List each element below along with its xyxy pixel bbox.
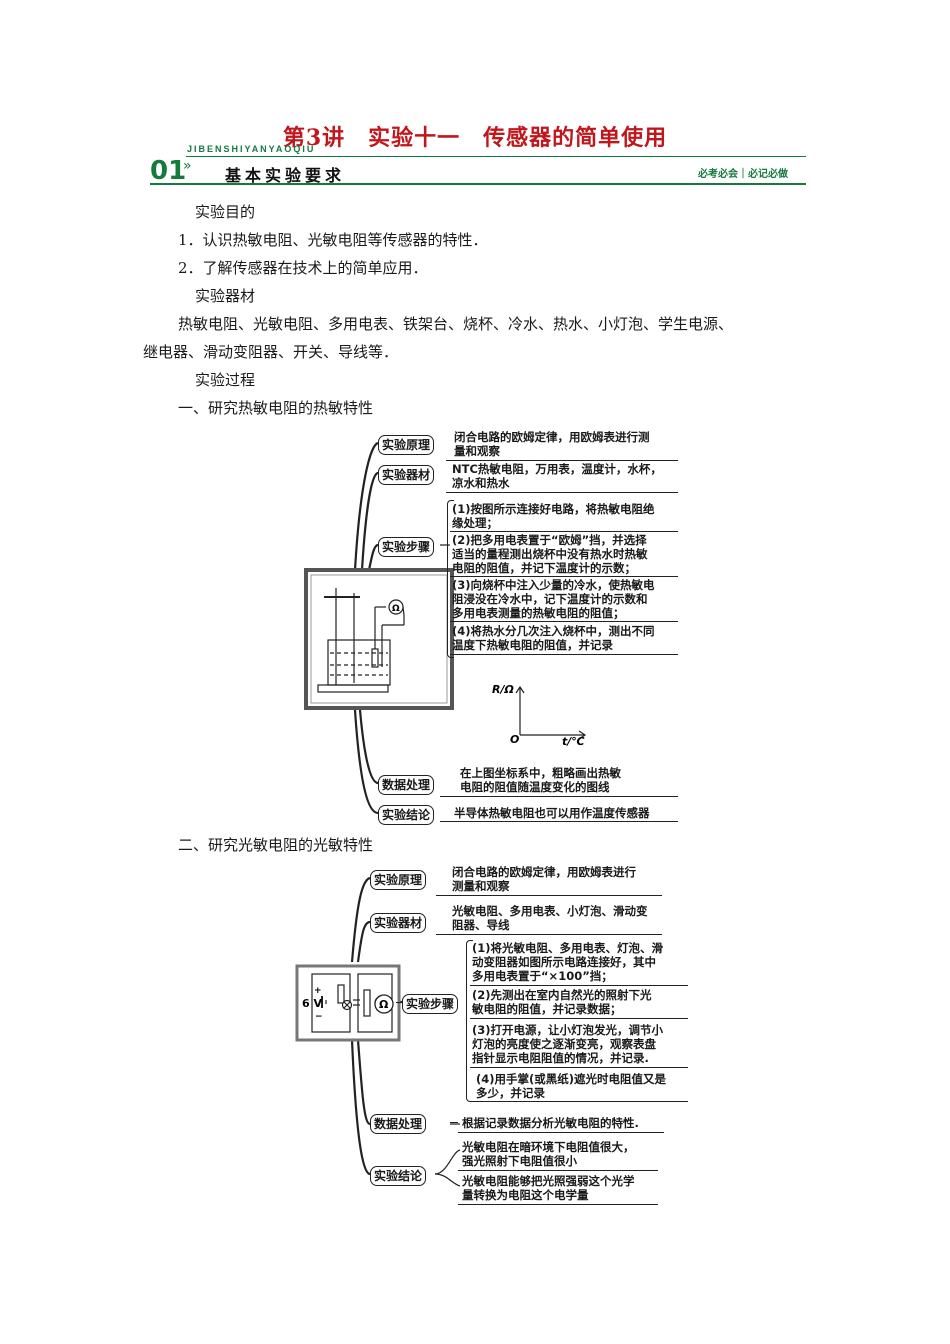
label-equipment-1: 实验器材 — [378, 465, 435, 485]
step1-text-1b: 缘处理； — [452, 516, 498, 530]
step1-text-2c: 多用电表置于“×100”挡； — [472, 969, 613, 983]
underline — [450, 576, 678, 578]
underline — [458, 1132, 664, 1134]
equipment-text-1b: 凉水和热水 — [452, 476, 510, 490]
principle-text-2a: 闭合电路的欧姆定律，用欧姆表进行 — [452, 865, 636, 879]
conclusion-text-2b: 强光照射下电阻值很小 — [462, 1154, 577, 1168]
equipment-text-2a: 光敏电阻、多用电表、小灯泡、滑动变 — [452, 904, 648, 918]
underline — [446, 492, 678, 494]
underline — [470, 1067, 688, 1069]
step3-text-2b: 灯泡的亮度使之逐渐变亮，观察表盘 — [472, 1037, 656, 1051]
underline — [450, 621, 678, 623]
principle-text-1b: 量和观察 — [454, 444, 500, 458]
process-heading: 实验过程 — [195, 371, 256, 389]
underline — [436, 934, 662, 936]
purpose-item-2: 2．了解传感器在技术上的简单应用． — [178, 259, 428, 277]
step1-text-2b: 动变阻器如图所示电路连接好，其中 — [472, 955, 656, 969]
conclusion-text-1: 半导体热敏电阻也可以用作温度传感器 — [454, 806, 650, 820]
equipment-text-1a: NTC热敏电阻，万用表，温度计，水杯， — [452, 462, 662, 476]
section-pinyin: JIBENSHIYANYAOQIU — [187, 144, 316, 154]
conclusion-text-2c: 光敏电阻能够把光照强弱这个光学 — [462, 1174, 635, 1188]
connector — [396, 1002, 402, 1004]
underline — [470, 1018, 688, 1020]
graph-origin: O — [510, 733, 519, 746]
principle-text-2b: 测量和观察 — [452, 879, 510, 893]
part2-heading: 二、研究光敏电阻的光敏特性 — [178, 836, 374, 854]
ohm-node-symbol: Ω — [379, 998, 389, 1011]
label-conclusion-1: 实验结论 — [378, 805, 435, 825]
chevron-right-icon: » — [183, 158, 192, 174]
circuit-plus: + — [314, 986, 322, 996]
step2-text-1b: 适当的量程测出烧杯中没有热水时热敏 — [452, 547, 648, 561]
step3-text-1a: (3)向烧杯中注入少量的冷水，使热敏电 — [452, 578, 655, 592]
conclusion-text-2a: 光敏电阻在暗环境下电阻值很大， — [462, 1140, 635, 1154]
underline — [450, 654, 678, 656]
step1-text-1a: (1)按图所示连接好电路，将热敏电阻绝 — [452, 502, 655, 516]
label-steps-1: 实验步骤 — [378, 537, 435, 557]
step2-text-1a: (2)把多用电表置于“欧姆”挡，并选择 — [452, 533, 647, 547]
underline — [450, 531, 678, 533]
purpose-item-1: 1．认识热敏电阻、光敏电阻等传感器的特性． — [178, 231, 488, 249]
step2-text-2b: 敏电阻的阻值，并记录数据； — [472, 1002, 622, 1016]
step4-text-2a: (4)用手掌(或黑纸)遮光时电阻值又是 — [476, 1072, 667, 1086]
part1-heading: 一、研究热敏电阻的热敏特性 — [178, 399, 374, 417]
step4-text-2b: 多少，并记录 — [476, 1086, 545, 1100]
step3-text-1b: 阻浸没在冷水中，记下温度计的示数和 — [452, 592, 648, 606]
underline — [470, 985, 688, 987]
step3-text-2c: 指针显示电阻阻值的情况，并记录. — [472, 1051, 649, 1065]
header-divider-top — [186, 156, 806, 157]
label-equipment-2: 实验器材 — [370, 913, 427, 933]
underline — [446, 460, 678, 462]
graph-x-label: t/℃ — [562, 735, 585, 748]
label-conclusion-2: 实验结论 — [370, 1166, 427, 1186]
equipment-line-1: 热敏电阻、光敏电阻、多用电表、铁架台、烧杯、冷水、热水、小灯泡、学生电源、 — [178, 315, 734, 333]
step3-text-2a: (3)打开电源，让小灯泡发光，调节小 — [472, 1023, 664, 1037]
step4-text-1b: 温度下热敏电阻的阻值，并记录 — [452, 638, 613, 652]
connector — [450, 1122, 458, 1124]
equipment-text-2b: 阻器、导线 — [452, 918, 510, 932]
label-data-1: 数据处理 — [378, 775, 435, 795]
conclusion-text-2d: 量转换为电阻这个电学量 — [462, 1188, 589, 1202]
steps-bracket-2 — [466, 940, 473, 1102]
label-data-2: 数据处理 — [370, 1114, 427, 1134]
ohmmeter-symbol: Ω — [392, 604, 400, 614]
header-divider — [150, 183, 806, 185]
purpose-heading: 实验目的 — [195, 203, 256, 221]
underline — [470, 1101, 688, 1103]
graph-y-label: R/Ω — [492, 683, 514, 696]
data-text-1a: 在上图坐标系中，粗略画出热敏 — [460, 766, 621, 780]
steps-bracket-1 — [447, 500, 454, 658]
step3-text-1c: 多用电表测量的热敏电阻的阻值； — [452, 606, 625, 620]
circuit-minus: − — [315, 1012, 323, 1022]
ohm-node-icon: Ω — [374, 994, 394, 1014]
circuit-voltage: 6 V — [302, 997, 322, 1010]
label-principle-2: 实验原理 — [370, 870, 427, 890]
equipment-heading: 实验器材 — [195, 287, 256, 305]
data-text-1b: 电阻的阻值随温度变化的图线 — [460, 780, 610, 794]
section-tag: 必考必会｜必记必做 — [698, 169, 788, 180]
page-title: 第3讲 实验十一 传感器的简单使用 — [282, 125, 668, 151]
step2-text-1c: 电阻的阻值，并记下温度计的示数； — [452, 561, 636, 575]
equipment-line-2: 继电器、滑动变阻器、开关、导线等． — [143, 343, 399, 361]
underline — [440, 821, 678, 823]
underline — [440, 796, 678, 798]
step1-text-2a: (1)将光敏电阻、多用电表、灯泡、滑 — [472, 941, 664, 955]
data-text-2: 根据记录数据分析光敏电阻的特性. — [462, 1116, 639, 1130]
label-steps-2: 实验步骤 — [402, 994, 459, 1014]
underline — [458, 1204, 658, 1206]
underline — [436, 895, 662, 897]
step4-text-1a: (4)将热水分几次注入烧杯中，测出不同 — [452, 624, 655, 638]
section-number: 01 — [150, 156, 187, 186]
step2-text-2a: (2)先测出在室内自然光的照射下光 — [472, 988, 652, 1002]
underline — [458, 1170, 658, 1172]
principle-text-1a: 闭合电路的欧姆定律，用欧姆表进行测 — [454, 430, 650, 444]
mindmap-connectors-1: Ω R/Ω O t/℃ — [304, 441, 587, 815]
section-title: 基本实验要求 — [225, 166, 346, 185]
label-principle-1: 实验原理 — [378, 435, 435, 455]
